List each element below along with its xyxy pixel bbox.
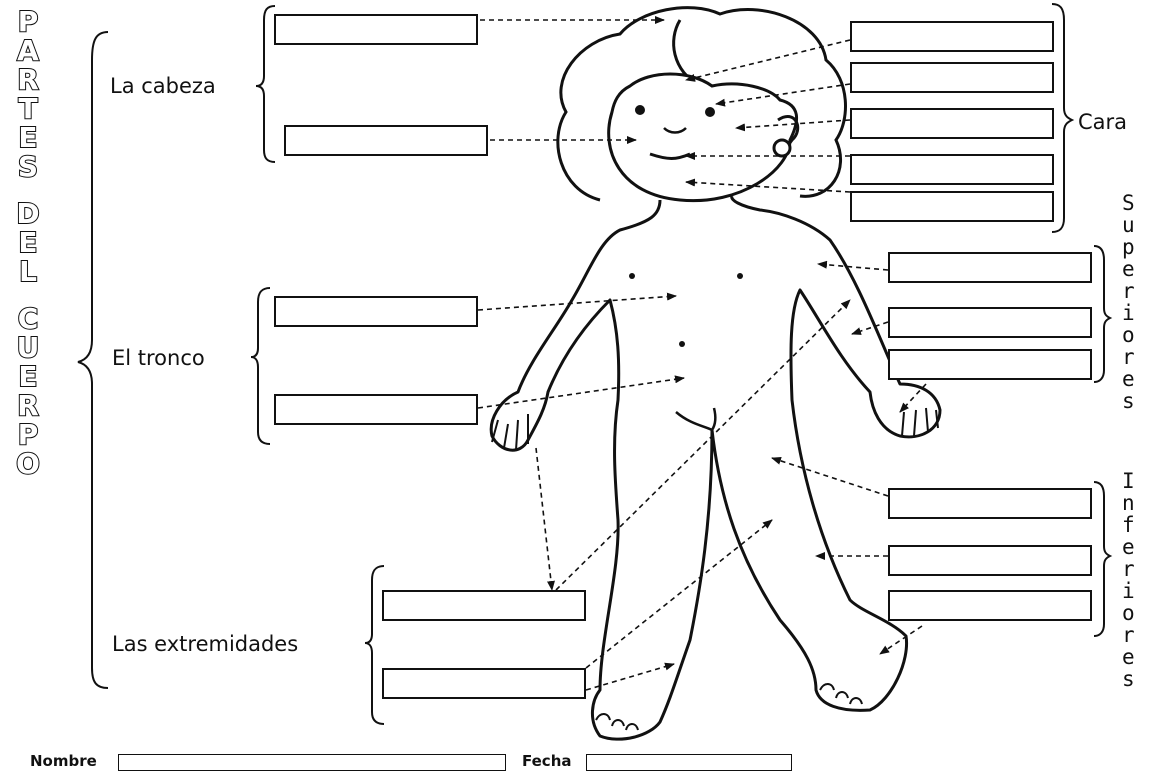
answer-box-foot[interactable] bbox=[888, 590, 1092, 621]
trunk-label: El tronco bbox=[112, 346, 205, 370]
vertical-letter: i bbox=[1122, 580, 1135, 602]
face-label: Cara bbox=[1078, 110, 1127, 134]
head-brace bbox=[256, 6, 275, 162]
right-foot-toes bbox=[820, 684, 862, 704]
answer-box-lower-limbs[interactable] bbox=[382, 668, 586, 699]
answer-box-eyes[interactable] bbox=[850, 62, 1054, 93]
answer-box-ears[interactable] bbox=[850, 108, 1054, 139]
answer-box-chest[interactable] bbox=[274, 296, 478, 327]
earring bbox=[774, 140, 790, 156]
arrow-arm-from-limbs bbox=[556, 300, 850, 590]
left-nipple bbox=[629, 273, 635, 279]
answer-box-belly[interactable] bbox=[274, 394, 478, 425]
right-eye bbox=[705, 107, 715, 117]
vertical-letter: r bbox=[1122, 558, 1135, 580]
name-field[interactable] bbox=[118, 754, 506, 771]
right-nipple bbox=[737, 273, 743, 279]
vertical-letter: r bbox=[1122, 624, 1135, 646]
vertical-letter: S bbox=[1122, 192, 1135, 214]
name-label: Nombre bbox=[30, 752, 97, 770]
arrow-hip bbox=[772, 458, 888, 496]
right-hand-fingers bbox=[902, 408, 938, 436]
vertical-letter: s bbox=[1122, 390, 1135, 412]
vertical-letter: I bbox=[1122, 470, 1135, 492]
face-brace bbox=[1052, 4, 1072, 232]
answer-box-hand[interactable] bbox=[888, 349, 1092, 380]
arrow-leg bbox=[586, 520, 772, 668]
arrow-arm-to-limbs bbox=[536, 448, 552, 590]
vertical-letter: e bbox=[1122, 258, 1135, 280]
vertical-letter: o bbox=[1122, 324, 1135, 346]
answer-box-knee[interactable] bbox=[888, 545, 1092, 576]
date-field[interactable] bbox=[586, 754, 792, 771]
vertical-letter: s bbox=[1122, 668, 1135, 690]
arrow-elbow bbox=[852, 322, 888, 334]
answer-box-shoulder[interactable] bbox=[888, 252, 1092, 283]
trunk-brace bbox=[251, 288, 270, 444]
vertical-letter: e bbox=[1122, 368, 1135, 390]
vertical-letter: r bbox=[1122, 280, 1135, 302]
left-eye bbox=[635, 105, 645, 115]
vertical-letter: n bbox=[1122, 492, 1135, 514]
vertical-letter: u bbox=[1122, 214, 1135, 236]
answer-box-hip[interactable] bbox=[888, 488, 1092, 519]
answer-box-mouth[interactable] bbox=[850, 154, 1054, 185]
vertical-letter: f bbox=[1122, 514, 1135, 536]
superiores-brace bbox=[1094, 246, 1110, 382]
answer-box-hair[interactable] bbox=[274, 14, 478, 45]
answer-box-face[interactable] bbox=[284, 125, 488, 156]
answer-box-elbow[interactable] bbox=[888, 307, 1092, 338]
body-outline bbox=[491, 196, 940, 739]
answer-box-upper-limbs[interactable] bbox=[382, 590, 586, 621]
answer-box-chin[interactable] bbox=[850, 191, 1054, 222]
vertical-letter: o bbox=[1122, 602, 1135, 624]
left-foot-toes bbox=[596, 714, 638, 730]
vertical-letter: e bbox=[1122, 646, 1135, 668]
arrow-belly bbox=[478, 378, 684, 408]
arrow-chest bbox=[478, 296, 676, 310]
face-outline bbox=[609, 74, 797, 201]
head-label: La cabeza bbox=[110, 74, 216, 98]
vertical-letter: e bbox=[1122, 536, 1135, 558]
answer-box-forehead[interactable] bbox=[850, 21, 1054, 52]
vertical-letter: r bbox=[1122, 346, 1135, 368]
inferiores-brace bbox=[1094, 482, 1110, 636]
date-label: Fecha bbox=[522, 752, 572, 770]
crotch-line bbox=[676, 408, 715, 430]
main-brace bbox=[78, 32, 108, 688]
belly-button bbox=[679, 341, 685, 347]
vertical-letter: i bbox=[1122, 302, 1135, 324]
vertical-letter: p bbox=[1122, 236, 1135, 258]
arrow-shoulder bbox=[818, 264, 888, 270]
limbs-label: Las extremidades bbox=[112, 632, 298, 656]
